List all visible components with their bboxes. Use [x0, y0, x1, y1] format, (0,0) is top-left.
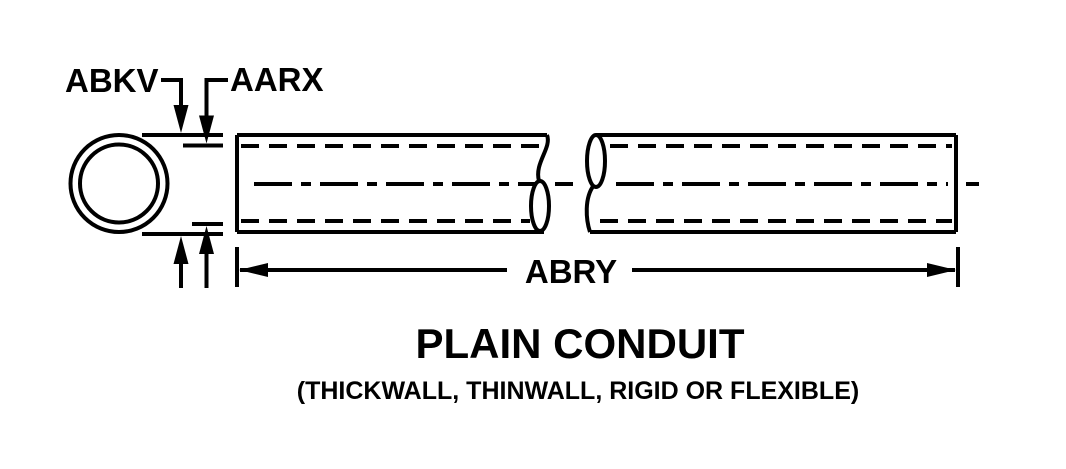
- conduit-left-segment: [235, 133, 551, 234]
- conduit-right-segment: [584, 133, 958, 234]
- aarx-leader-line: [204, 78, 228, 120]
- outer-arrowhead-up: [173, 236, 189, 264]
- break-ellipse-right: [585, 133, 607, 189]
- figure-subtitle: (THICKWALL, THINWALL, RIGID OR FLEXIBLE): [297, 377, 859, 405]
- inner-arrowhead-up: [199, 226, 214, 254]
- length-dimension: [235, 247, 960, 287]
- dimension-arrowhead-right: [927, 263, 956, 277]
- break-curve-right: [584, 183, 596, 233]
- abkv-arrowhead-down: [173, 105, 189, 133]
- abkv-leader-line: [161, 78, 183, 110]
- aarx-arrowhead-down: [199, 115, 214, 144]
- inner-diameter-circle: [78, 142, 160, 225]
- figure-title: PLAIN CONDUIT: [416, 320, 745, 367]
- conduit-end-view: [68, 133, 170, 234]
- length-dimension-label: ABRY: [525, 253, 617, 290]
- dimension-arrowhead-left: [239, 263, 268, 277]
- break-curve-left: [536, 134, 550, 182]
- outer-diameter-circle: [68, 133, 170, 234]
- break-ellipse-left: [529, 179, 551, 233]
- inner-diameter-label: AARX: [230, 61, 324, 98]
- outer-diameter-label: ABKV: [65, 62, 159, 99]
- diameter-callouts: [142, 78, 228, 288]
